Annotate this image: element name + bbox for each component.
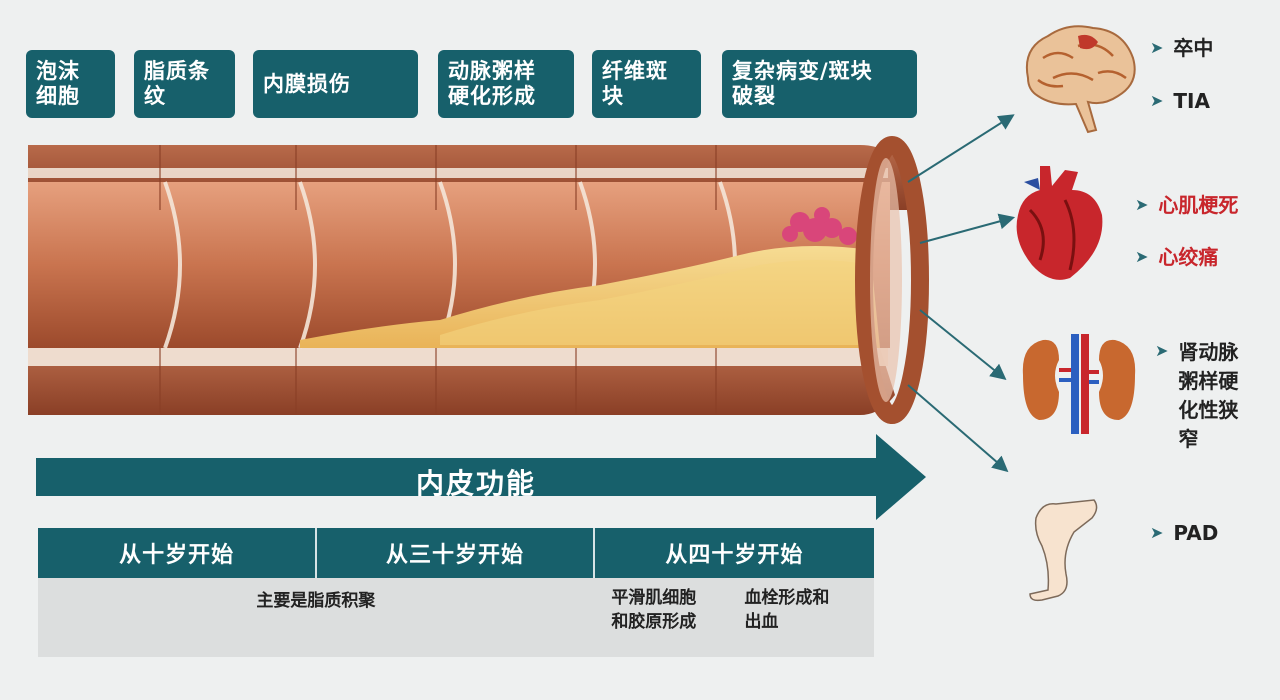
progress-arrow	[36, 434, 926, 520]
artery-opening	[855, 136, 929, 424]
outcome-connectors	[907, 114, 1016, 473]
outcome-angina: ➤ 心绞痛	[1135, 245, 1219, 269]
outcome-myocardial-infarction: ➤ 心肌梗死	[1135, 193, 1239, 217]
chevron-right-icon: ➤	[1150, 91, 1164, 110]
chevron-right-icon: ➤	[1150, 523, 1164, 542]
leg-icon	[1029, 499, 1098, 602]
thrombus	[782, 207, 857, 245]
stage-complex-lesion: 复杂病变/斑块 破裂	[722, 50, 917, 118]
outcome-tia: ➤ TIA	[1150, 89, 1210, 113]
chevron-right-icon: ➤	[1135, 247, 1149, 266]
stage-fibrous-plaque: 纤维斑 块	[592, 50, 701, 118]
timeline-col-40: 从四十岁开始	[593, 528, 874, 578]
heart-icon	[1016, 166, 1103, 280]
chevron-right-icon: ➤	[1155, 341, 1169, 360]
artery-illustration	[28, 136, 929, 424]
age-timeline-table: 从十岁开始 从三十岁开始 从四十岁开始 主要是脂质积聚 平滑肌细胞 和胶原形成 …	[38, 528, 874, 657]
stage-fatty-streak: 脂质条 纹	[134, 50, 235, 118]
timeline-col-30: 从三十岁开始	[316, 528, 595, 578]
kidney-icon	[1022, 334, 1136, 434]
outcome-pad: ➤ PAD	[1150, 521, 1219, 545]
stage-foam-cells: 泡沫 细胞	[26, 50, 115, 118]
timeline-body-row: 主要是脂质积聚 平滑肌细胞 和胶原形成 血栓形成和 出血	[38, 578, 874, 657]
progress-arrow-label: 内皮功能	[415, 467, 536, 500]
smooth-muscle-text: 平滑肌细胞 和胶原形成	[611, 588, 697, 632]
thrombus-text: 血栓形成和 出血	[744, 588, 830, 632]
chevron-right-icon: ➤	[1150, 38, 1164, 57]
outcome-stroke: ➤ 卒中	[1150, 36, 1214, 60]
timeline-late-cell: 平滑肌细胞 和胶原形成 血栓形成和 出血	[593, 578, 874, 657]
chevron-right-icon: ➤	[1135, 195, 1149, 214]
timeline-lipid-cell: 主要是脂质积聚	[38, 578, 594, 657]
brain-icon	[1026, 25, 1136, 134]
timeline-header-row: 从十岁开始 从三十岁开始 从四十岁开始	[38, 528, 874, 578]
timeline-col-10: 从十岁开始	[38, 528, 318, 578]
stage-intima-damage: 内膜损伤	[253, 50, 418, 118]
stage-atherosclerosis: 动脉粥样 硬化形成	[438, 50, 574, 118]
outcome-renal-stenosis: ➤ 肾动脉 粥样硬 化性狭 窄	[1155, 340, 1239, 451]
